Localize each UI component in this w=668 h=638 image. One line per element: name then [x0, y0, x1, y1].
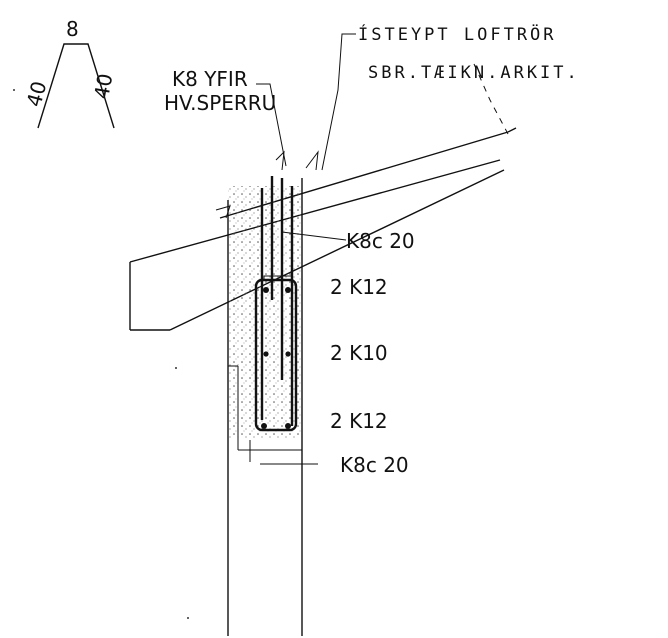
reinforcement-bars: [254, 176, 298, 432]
vent-note-line-2: SBR.TÆIKN.ARKIT.: [368, 63, 580, 83]
bars-top-label: 2 K12: [330, 275, 388, 299]
bars-bottom-label: 2 K12: [330, 409, 388, 433]
stray-marks: [13, 89, 189, 619]
bar-dot: [285, 351, 291, 357]
bar-dot: [285, 423, 291, 429]
stirrup-shape-sketch: 8 40 40: [22, 17, 117, 129]
stirrup-top-dimension: 8: [66, 17, 79, 41]
stirrup-left-dimension: 40: [22, 78, 52, 109]
stirrup-closed: [254, 278, 298, 432]
stirrup-right-dimension: 40: [89, 72, 117, 101]
k8-note-line-1: K8 YFIR: [172, 67, 248, 91]
vent-leader-line: [321, 33, 356, 171]
bar-dot: [261, 423, 267, 429]
bar-dot: [263, 351, 269, 357]
bars-middle-label: 2 K10: [330, 341, 388, 365]
k8-note-line-2: HV.SPERRU: [164, 91, 276, 115]
break-mark: [215, 205, 231, 219]
stirrup-spacing-top: K8c 20: [346, 229, 415, 253]
k8-over-rafter-note: K8 YFIR HV.SPERRU: [164, 67, 287, 167]
bar-dot: [285, 287, 291, 293]
vent-pipe-note: ÍSTEYPT LOFTRÖR SBR.TÆIKN.ARKIT.: [321, 23, 580, 171]
bar-labels: K8c 20 2 K12 2 K10 2 K12 K8c 20: [260, 229, 415, 477]
stirrup-spacing-bottom: K8c 20: [340, 453, 409, 477]
bar-dot: [263, 287, 269, 293]
vent-note-line-1: ÍSTEYPT LOFTRÖR: [358, 23, 557, 45]
concrete-beam-section: [215, 150, 319, 636]
k8-leader-line: [256, 83, 287, 167]
sloped-rafter: [129, 127, 517, 331]
vent-dashed-leader: [473, 63, 509, 135]
